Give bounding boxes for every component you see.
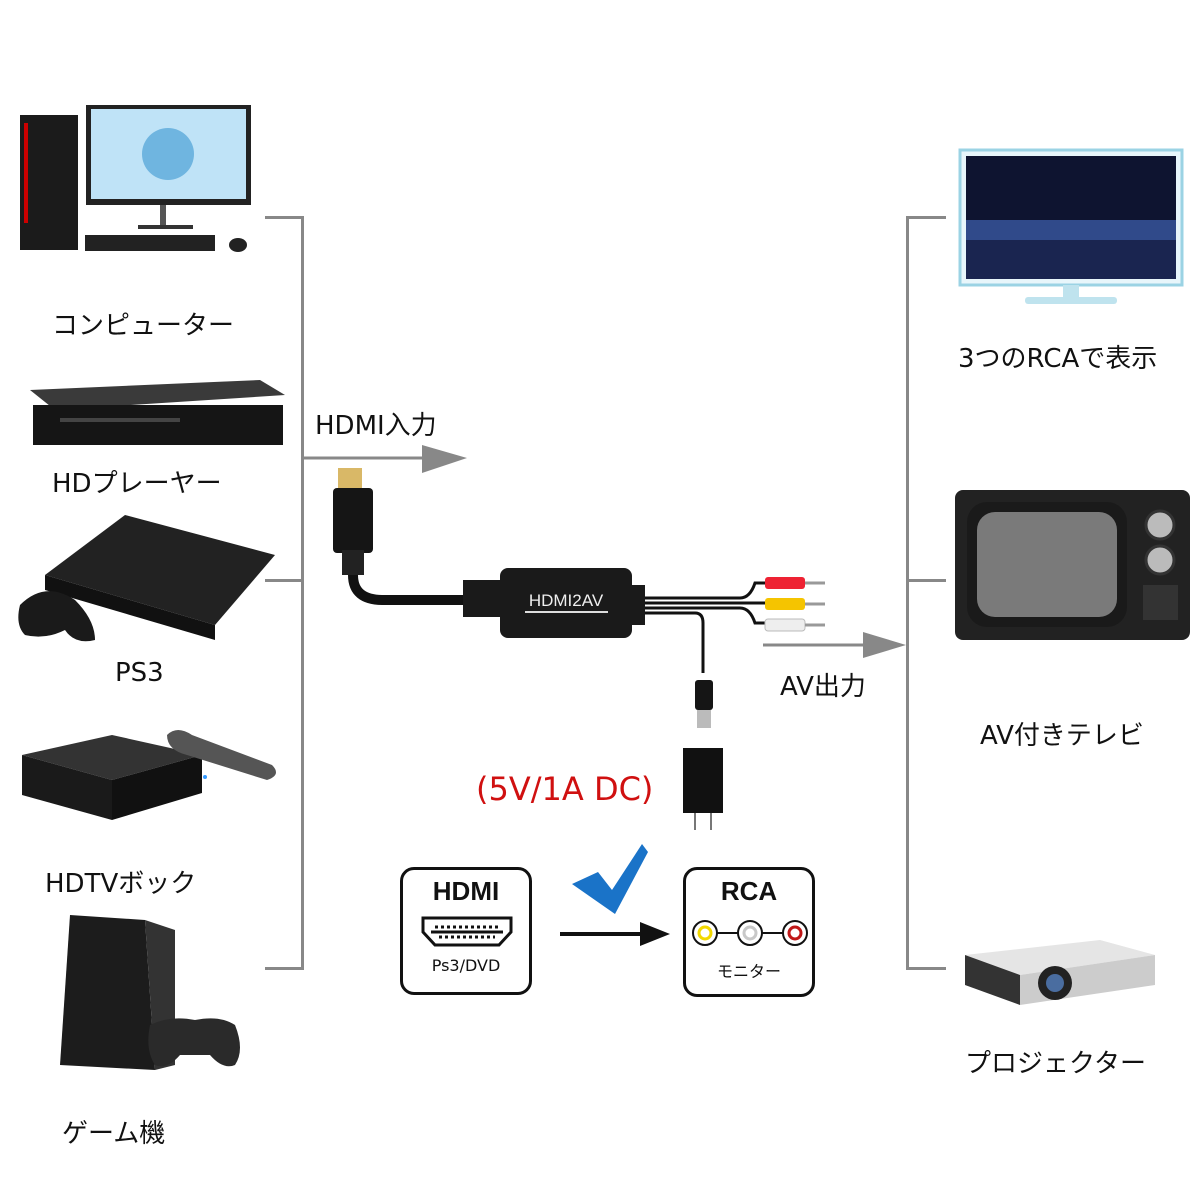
rca-jacks-icon (692, 920, 808, 946)
left-bracket-vertical (301, 216, 304, 970)
hdmi-box-subtitle: Ps3/DVD (431, 956, 501, 975)
left-bracket-tick (265, 967, 303, 970)
bluray-player-icon (30, 380, 285, 445)
rca-box-title: RCA (720, 876, 778, 906)
output-label: AV出力 (780, 672, 866, 702)
output-arrow-icon (763, 632, 906, 658)
tv-box-icon (22, 730, 276, 820)
power-spec-label: (5V/1A DC) (476, 770, 654, 808)
adapter-label: HDMI2AV (529, 591, 604, 610)
rca-box-subtitle: モニター (716, 962, 781, 981)
computer-icon (20, 105, 251, 252)
ps3-console-icon (18, 515, 275, 642)
device-label-hdtv-box: HDTVボック (45, 869, 197, 899)
hdmi-port-icon (421, 916, 513, 947)
right-bracket-tick (906, 579, 946, 582)
device-label-hd-player: HDプレーヤー (52, 469, 222, 499)
device-label-game-console: ゲーム機 (62, 1119, 166, 1149)
retro-tv-icon (955, 490, 1190, 640)
checkmark-icon (572, 844, 648, 914)
right-bracket-vertical (906, 216, 909, 970)
input-arrow-icon (302, 445, 467, 473)
game-console-icon (60, 915, 240, 1070)
left-bracket-tick (265, 216, 303, 219)
output-device-label-tv: AV付きテレビ (980, 721, 1144, 751)
output-device-label-projector: プロジェクター (965, 1049, 1146, 1079)
left-bracket-tick (265, 579, 303, 582)
hdmi-source-box: HDMI Ps3/DVD (400, 867, 532, 995)
device-label-ps3: PS3 (115, 658, 164, 688)
usb-charger-icon (683, 748, 723, 830)
output-device-label-monitor: 3つのRCAで表示 (958, 344, 1158, 374)
hdmi2av-adapter-cable: HDMI2AV (333, 468, 825, 728)
projector-icon (965, 940, 1155, 1005)
rca-output-box: RCA モニター (683, 867, 815, 997)
monitor-icon (958, 148, 1184, 304)
right-bracket-tick (906, 216, 946, 219)
right-bracket-tick (906, 967, 946, 970)
device-label-computer: コンピューター (52, 311, 235, 341)
input-label: HDMI入力 (315, 411, 437, 441)
conversion-arrow-icon (560, 922, 670, 946)
hdmi-box-title: HDMI (432, 876, 500, 906)
